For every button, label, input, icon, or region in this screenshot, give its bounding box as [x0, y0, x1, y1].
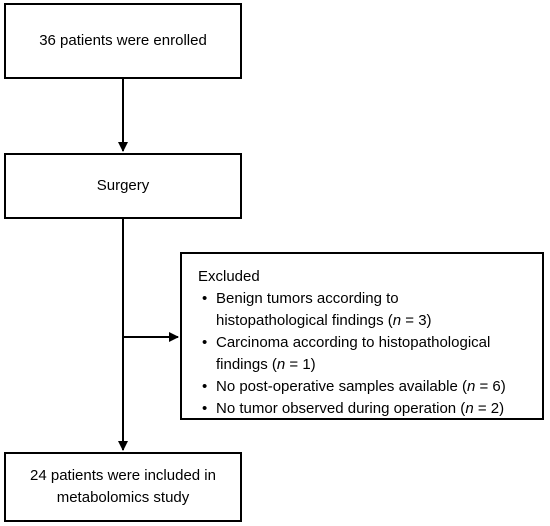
n-value: = 6) [475, 378, 506, 395]
n-label: n [276, 356, 286, 373]
excluded-item-no-tumor: • No tumor observed during operation (n =… [198, 398, 542, 420]
excluded-item-text: No post-operative samples available ( [216, 378, 467, 395]
n-value: = 1) [285, 356, 316, 373]
included-label: 24 patients were included in metabolomic… [30, 467, 216, 506]
surgery-label: Surgery [96, 177, 150, 194]
excluded-item-text: Carcinoma according to histopathological… [216, 334, 491, 373]
excluded-title: Excluded [198, 268, 260, 285]
n-label: n [392, 312, 402, 329]
bullet-icon: • [202, 400, 208, 417]
excluded-item-no-samples: •No post-operative samples available (n … [198, 376, 542, 398]
excluded-item-carcinoma: • Carcinoma according to histopathologica… [198, 332, 542, 376]
n-label: n [466, 378, 476, 395]
excluded-item-benign: • Benign tumors according to histopatholo… [198, 288, 542, 332]
excluded-list: • Benign tumors according to histopatholo… [198, 288, 542, 420]
excluded-item-text: Benign tumors according to histopatholog… [216, 290, 399, 329]
bullet-icon: • [202, 290, 208, 307]
included-box: 24 patients were included in metabolomic… [4, 452, 242, 522]
bullet-icon: • [202, 334, 208, 351]
excluded-item-text: No tumor observed during operation ( [216, 400, 466, 417]
enrolled-label: 36 patients were enrolled [39, 32, 207, 49]
bullet-icon: • [202, 378, 208, 395]
enrolled-box: 36 patients were enrolled [4, 3, 242, 79]
surgery-box: Surgery [4, 153, 242, 219]
n-value: = 2) [473, 400, 505, 417]
n-value: = 3) [401, 312, 432, 329]
n-label: n [465, 400, 474, 417]
excluded-box: Excluded • Benign tumors according to his… [180, 252, 544, 420]
